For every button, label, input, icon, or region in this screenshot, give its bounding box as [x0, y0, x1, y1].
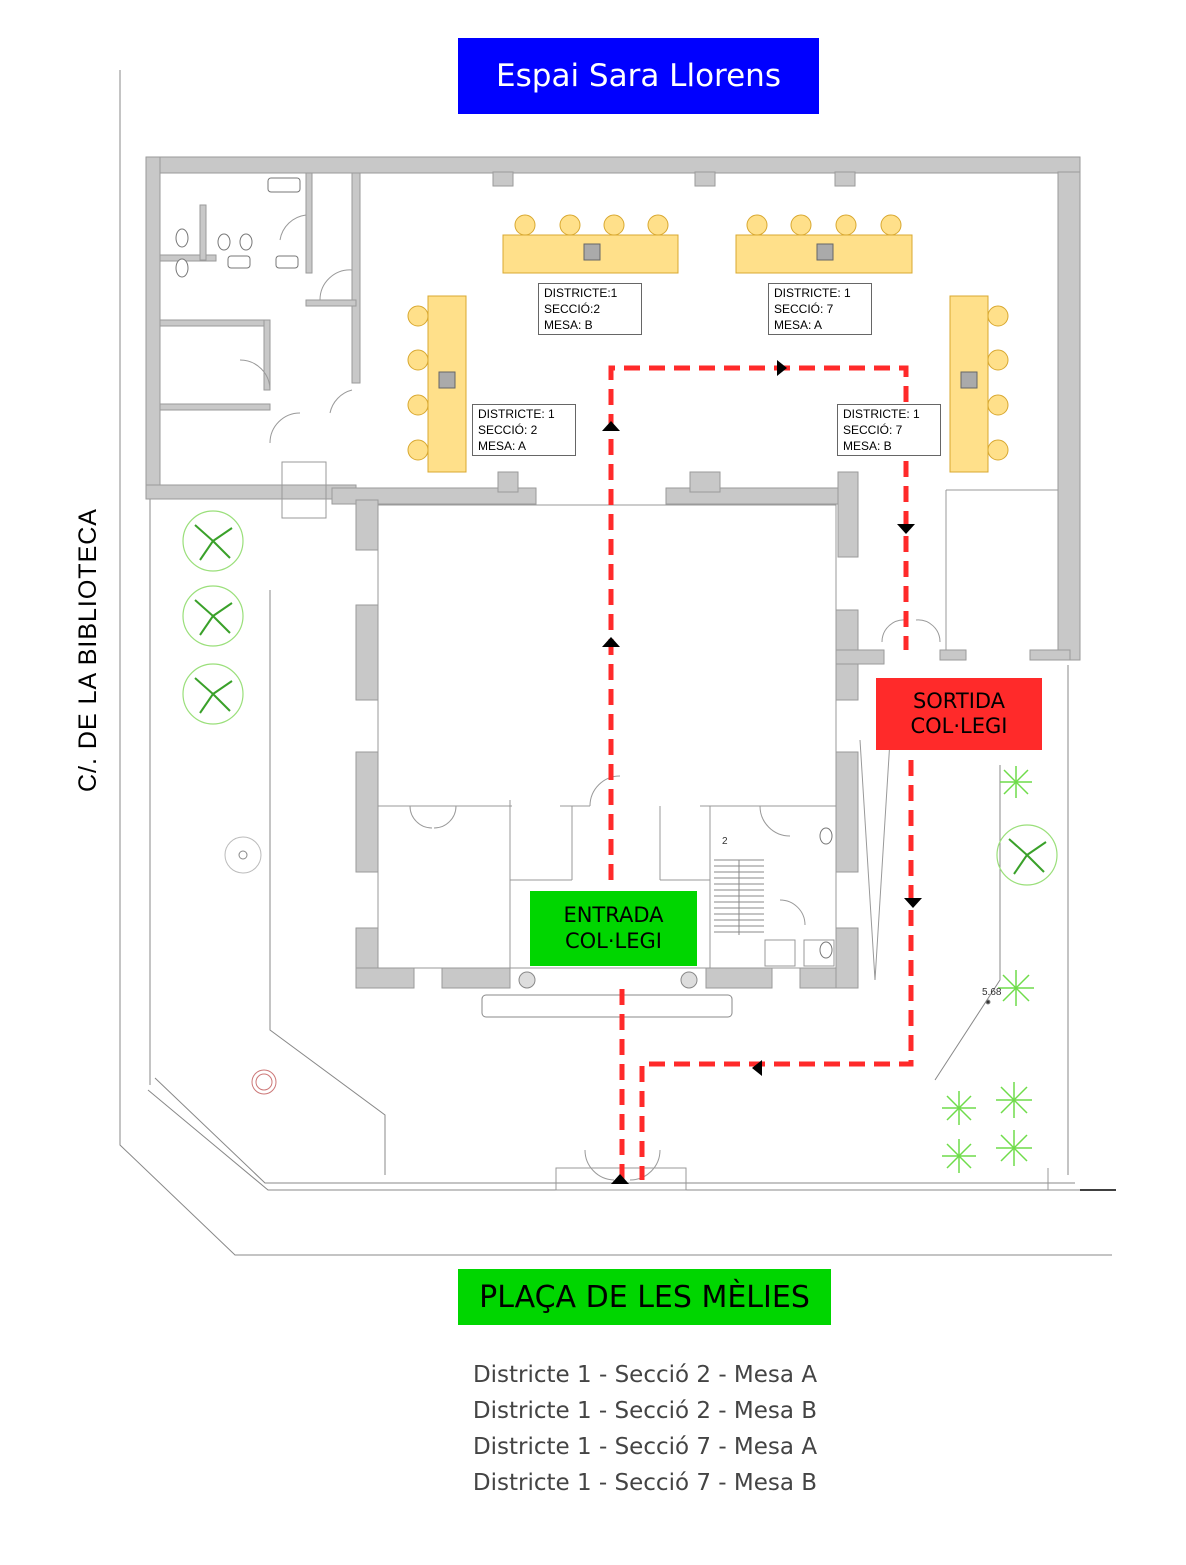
- table-mesa: MESA: A: [478, 439, 527, 453]
- table-label-s7-b: DISTRICTE: 1 SECCIÓ: 7 MESA: B: [837, 404, 941, 456]
- table-mesa: MESA: A: [774, 318, 823, 332]
- legend: Districte 1 - Secció 2 - Mesa A District…: [440, 1357, 850, 1501]
- table-district: DISTRICTE: 1: [774, 286, 851, 300]
- voting-tables: [407, 214, 1009, 473]
- table-mesa: MESA: B: [544, 318, 593, 332]
- exit-line2: COL·LEGI: [910, 714, 1008, 738]
- table-label-s2-b: DISTRICTE:1 SECCIÓ:2 MESA: B: [538, 283, 642, 335]
- toilet-fixtures: [175, 177, 833, 959]
- table-district: DISTRICTE:1: [544, 286, 618, 300]
- arrow-down-icon: [904, 898, 922, 908]
- arrow-up-icon: [602, 421, 620, 431]
- exit-line1: SORTIDA: [912, 688, 1006, 713]
- table-label-s2-a: DISTRICTE: 1 SECCIÓ: 2 MESA: A: [472, 404, 576, 456]
- entrance-label: ENTRADA COL·LEGI: [530, 891, 697, 966]
- ballot-boxes: [438, 243, 978, 389]
- arrow-down-icon: [897, 524, 915, 534]
- street-label-biblioteca: C/. DE LA BIBLIOTECA: [73, 508, 102, 792]
- arrow-up-icon: [611, 1174, 629, 1184]
- arrow-right-icon: [777, 360, 787, 376]
- elevation-label: 5.68: [982, 987, 1002, 998]
- staircase: [714, 859, 764, 935]
- trees: [182, 510, 1058, 1173]
- legend-item: Districte 1 - Secció 7 - Mesa A: [472, 1434, 818, 1460]
- legend-item: Districte 1 - Secció 2 - Mesa A: [472, 1362, 818, 1388]
- legend-item: Districte 1 - Secció 7 - Mesa B: [472, 1470, 818, 1496]
- table-section: SECCIÓ: 7: [774, 302, 834, 316]
- entrance-line1: ENTRADA: [563, 903, 664, 928]
- legend-item: Districte 1 - Secció 2 - Mesa B: [472, 1398, 818, 1424]
- building-walls: [145, 156, 1081, 989]
- columns: [224, 836, 991, 1095]
- table-section: SECCIÓ:2: [544, 302, 601, 316]
- table-mesa: MESA: B: [843, 439, 892, 453]
- site-boundary: [119, 70, 1116, 1256]
- route-path: [608, 365, 914, 1180]
- table-section: SECCIÓ: 2: [478, 423, 538, 437]
- interior-lines: [239, 214, 1058, 1191]
- route-arrows: [602, 360, 922, 1184]
- plaza-label: PLAÇA DE LES MÈLIES: [458, 1269, 831, 1325]
- table-section: SECCIÓ: 7: [843, 423, 903, 437]
- exit-label: SORTIDA COL·LEGI: [876, 678, 1042, 750]
- arrow-up-icon: [602, 637, 620, 647]
- table-district: DISTRICTE: 1: [843, 407, 920, 421]
- page-title: Espai Sara Llorens: [458, 38, 819, 114]
- table-label-s7-a: DISTRICTE: 1 SECCIÓ: 7 MESA: A: [768, 283, 872, 335]
- stair-number: 2: [722, 836, 728, 847]
- arrow-left-icon: [752, 1060, 762, 1076]
- table-district: DISTRICTE: 1: [478, 407, 555, 421]
- entrance-line2: COL·LEGI: [564, 928, 662, 953]
